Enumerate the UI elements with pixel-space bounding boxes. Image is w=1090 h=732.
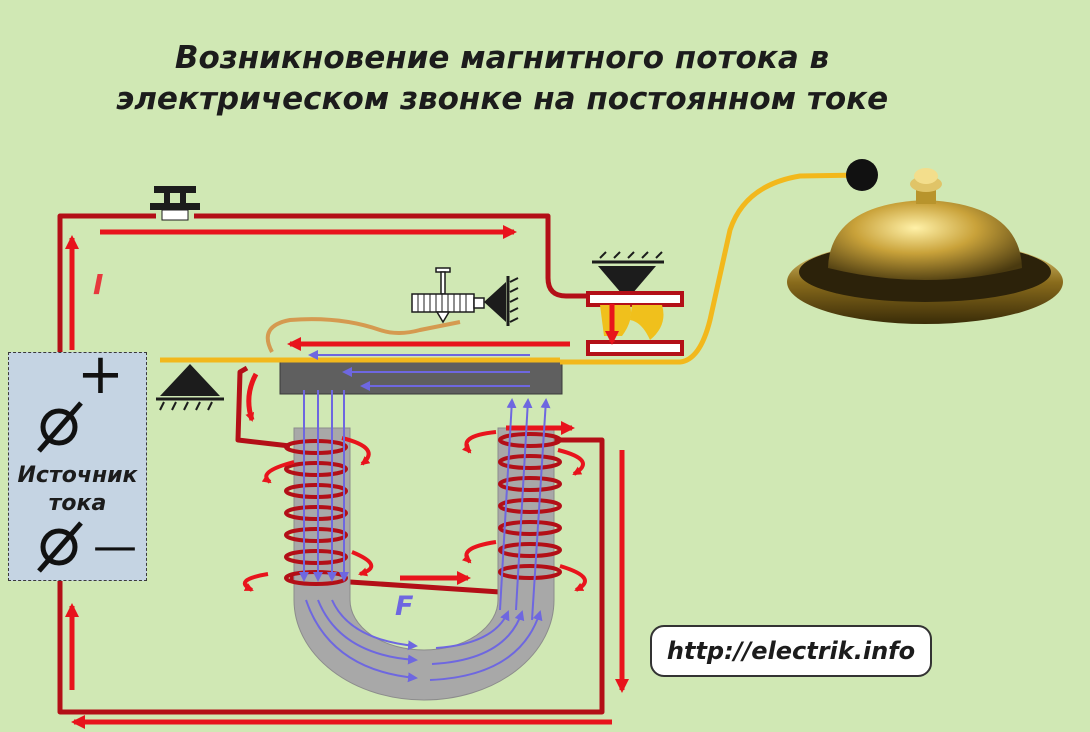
push-button-icon[interactable] [150, 186, 200, 221]
coil-current-arrows [242, 430, 587, 592]
diagram-title: Возникновение магнитного потока в электр… [0, 38, 1004, 120]
title-line-2: электрическом звонке на постоянном токе [115, 81, 889, 117]
plus-sign: + [77, 342, 124, 407]
bell-icon[interactable] [787, 159, 1063, 324]
coil-right [498, 432, 562, 580]
terminal-plus-icon[interactable] [37, 401, 83, 453]
source-url-badge[interactable]: http://electrik.info [650, 625, 932, 677]
current-source: + — [8, 347, 147, 581]
source-label: Источник тока [8, 462, 147, 518]
terminal-minus-icon[interactable] [37, 521, 83, 573]
source-label-line-1: Источник [17, 463, 138, 488]
title-line-1: Возникновение магнитного потока в [174, 40, 830, 76]
source-label-line-2: тока [48, 491, 107, 516]
hammer-loop [265, 317, 461, 353]
interrupter-contact [586, 251, 684, 356]
iron-core [293, 427, 555, 701]
armature [279, 361, 563, 395]
adjust-screw-icon[interactable] [411, 267, 485, 324]
flux-arrows [299, 350, 551, 683]
pivot-triangle-icon [156, 364, 224, 411]
current-label: I [93, 268, 104, 301]
current-arrows [65, 225, 629, 729]
bell-wire [560, 172, 863, 365]
minus-sign: — [93, 521, 137, 572]
force-label: F [395, 591, 414, 622]
wall-mount-icon [484, 276, 519, 326]
